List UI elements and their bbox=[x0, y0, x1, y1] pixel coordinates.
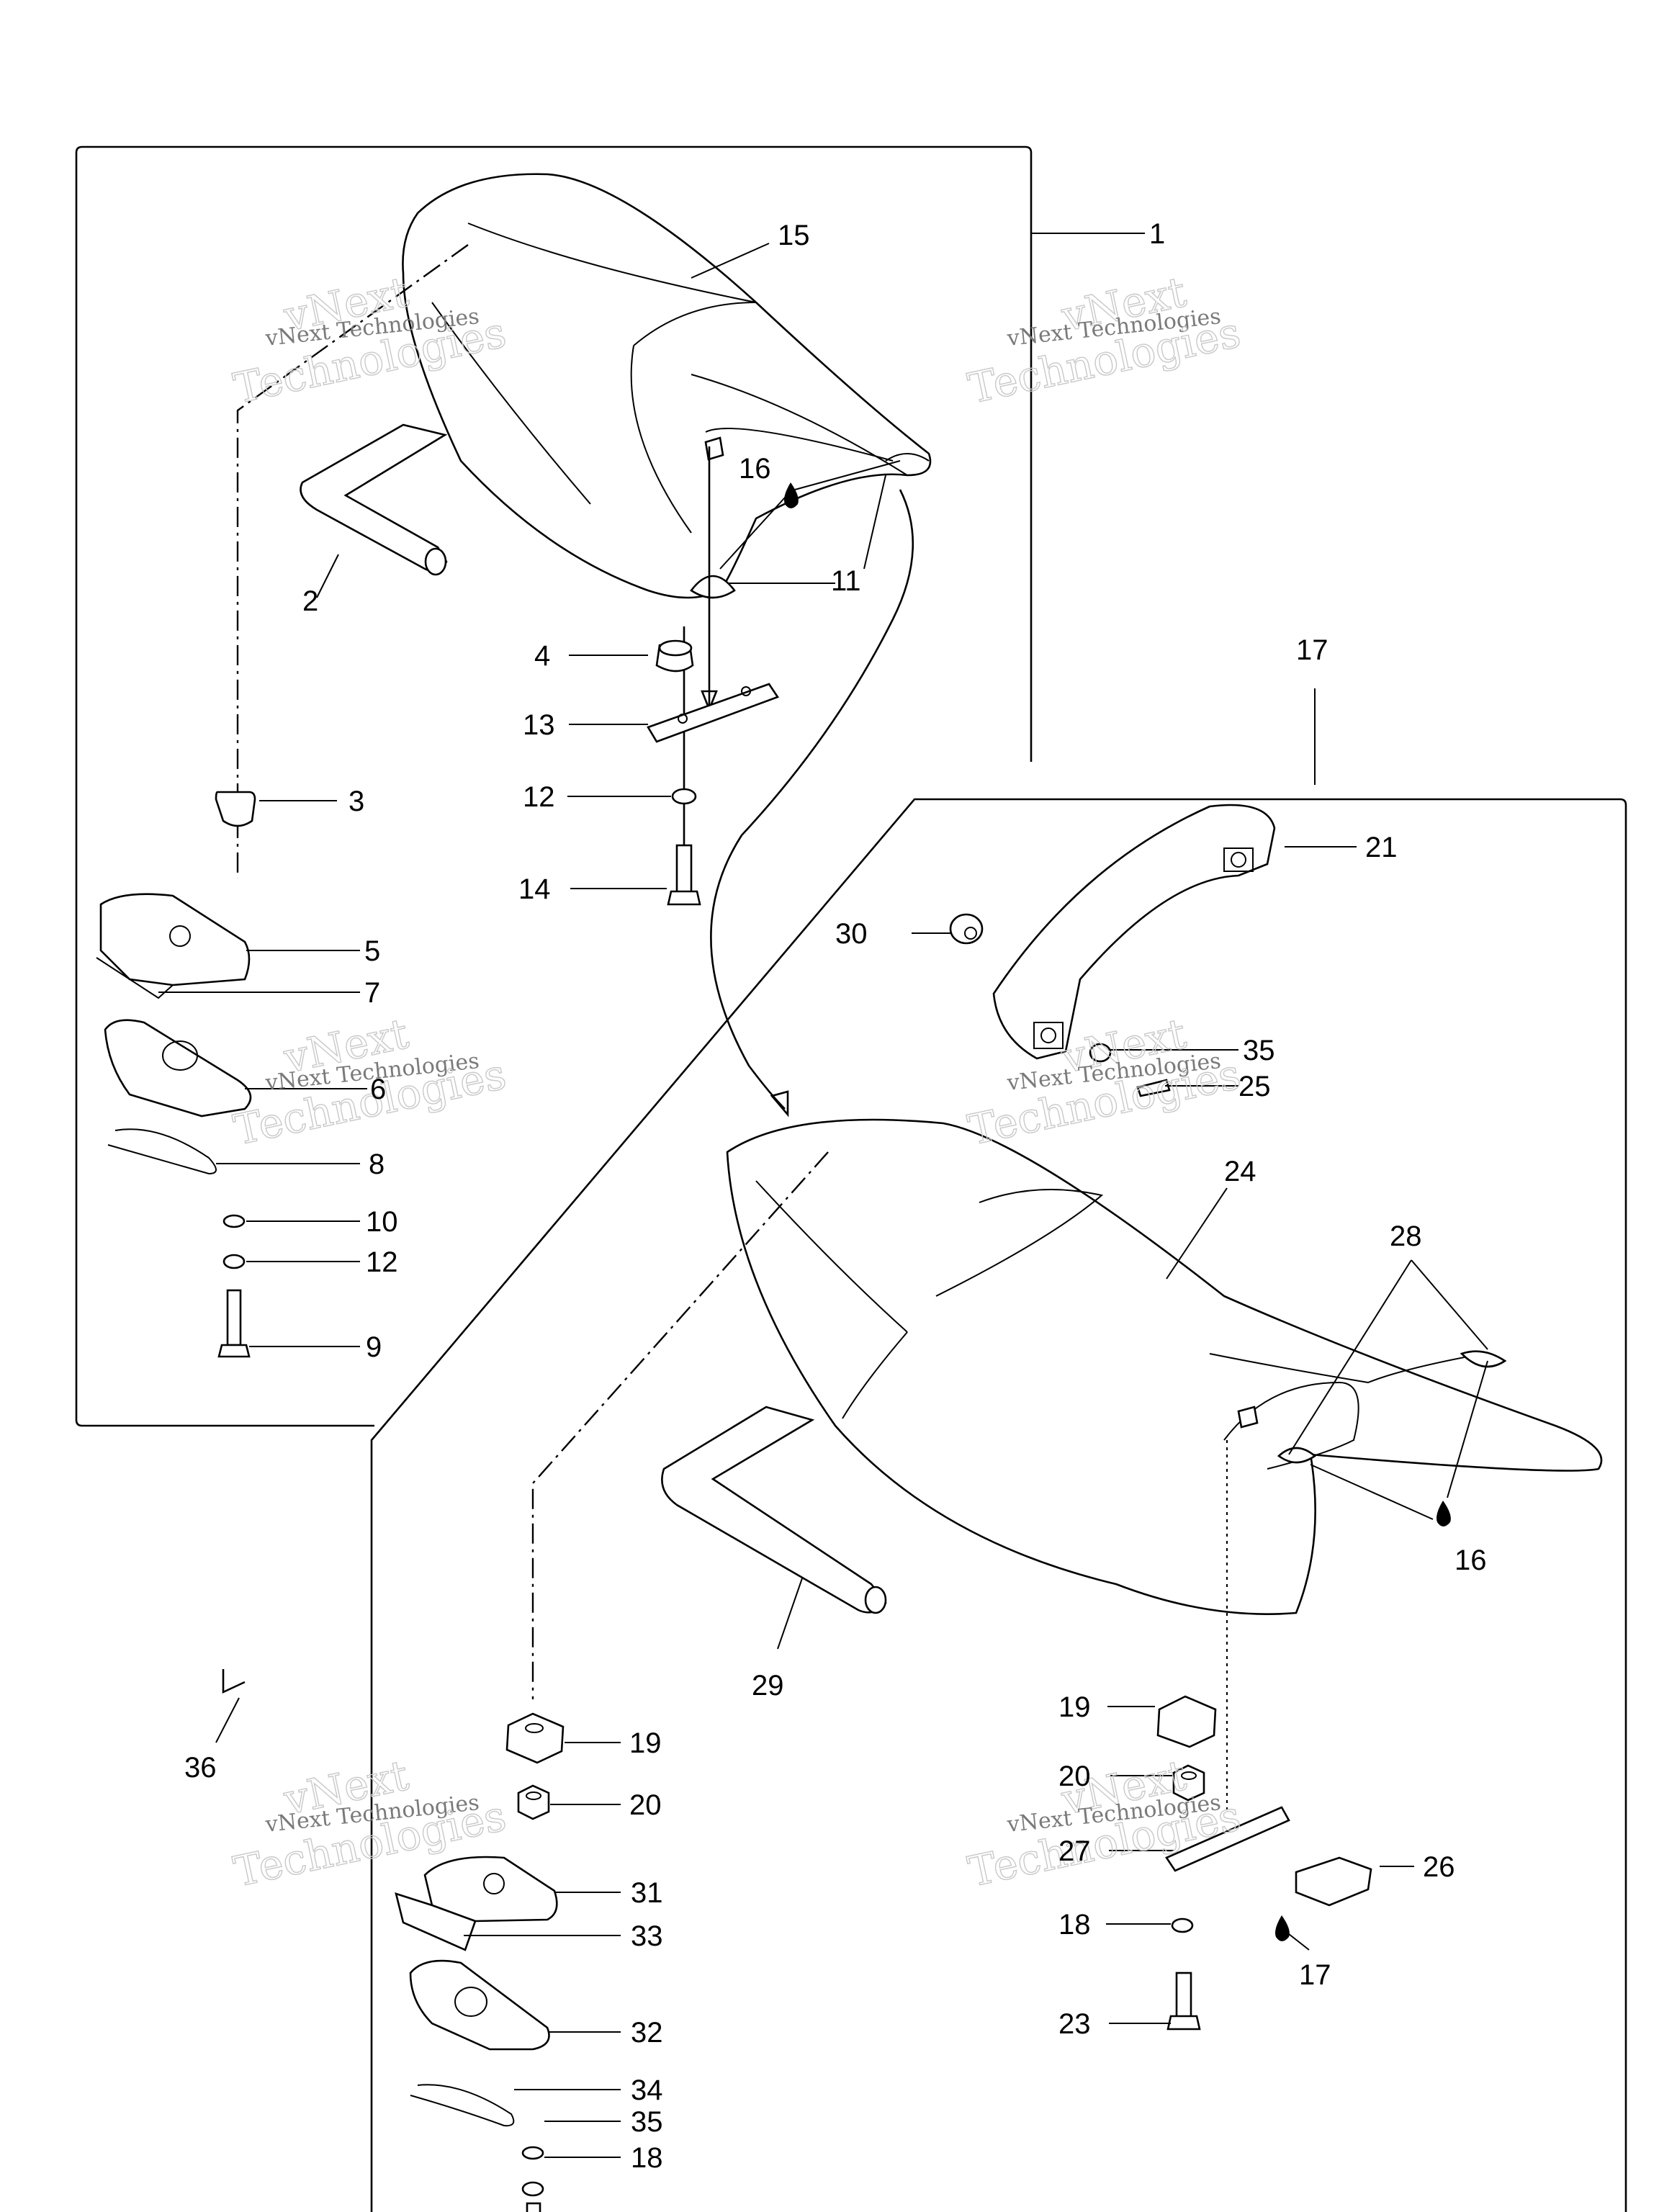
part-12-lockwasher-center bbox=[671, 788, 697, 805]
part-10-washer bbox=[222, 1214, 246, 1228]
callout-11: 11 bbox=[831, 565, 861, 597]
callout-26: 26 bbox=[1423, 1851, 1455, 1883]
callout-16: 16 bbox=[739, 453, 771, 485]
callout-20: 20 bbox=[629, 1789, 662, 1821]
part-30-grommet bbox=[949, 913, 984, 945]
part-31-latch-bracket bbox=[423, 1856, 558, 1923]
callout-14: 14 bbox=[518, 873, 551, 905]
callout-18: 18 bbox=[631, 2142, 663, 2174]
callout-33: 33 bbox=[631, 1920, 663, 1952]
callout-23: 23 bbox=[1058, 2008, 1091, 2040]
callout-29: 29 bbox=[752, 1670, 784, 1701]
part-3-bumper bbox=[215, 791, 256, 827]
part-36-symbol bbox=[222, 1669, 246, 1694]
part-12-lockwasher-left bbox=[222, 1254, 246, 1269]
group-frame-1 bbox=[75, 145, 1033, 1427]
callout-30: 30 bbox=[835, 918, 868, 950]
callout-9: 9 bbox=[366, 1331, 382, 1363]
part-19-nut-square-left bbox=[505, 1712, 565, 1764]
callout-labels: 1 15 16 11 2 4 13 12 14 3 5 7 6 8 10 12 … bbox=[184, 218, 1487, 2174]
part-8-clip bbox=[107, 1128, 217, 1175]
oil-drop-icon bbox=[784, 482, 799, 508]
callout-6: 6 bbox=[370, 1074, 386, 1105]
callout-35: 35 bbox=[631, 2106, 663, 2138]
part-18-lockwasher-right bbox=[1171, 1917, 1194, 1933]
callout-2: 2 bbox=[302, 585, 318, 617]
callout-16: 16 bbox=[1455, 1545, 1487, 1576]
part-20-hexnut-right bbox=[1172, 1764, 1205, 1802]
callout-13: 13 bbox=[523, 709, 555, 741]
part-32-latch-base bbox=[409, 1959, 550, 2051]
part-29-handle bbox=[661, 1406, 887, 1614]
callout-19: 19 bbox=[629, 1727, 662, 1759]
callout-19: 19 bbox=[1058, 1691, 1091, 1723]
callout-35: 35 bbox=[1243, 1035, 1275, 1066]
part-19-nut-square-right bbox=[1156, 1695, 1217, 1748]
part-35-washer-right bbox=[1089, 1043, 1112, 1063]
part-34-clip bbox=[410, 2084, 515, 2127]
group-frame-17 bbox=[370, 798, 1627, 2212]
part-6-latch-base bbox=[104, 1019, 252, 1118]
callout-18: 18 bbox=[1058, 1909, 1091, 1941]
part-35-washer-left bbox=[521, 2146, 544, 2160]
oil-drop-icon bbox=[1275, 1915, 1290, 1941]
callout-7: 7 bbox=[364, 977, 380, 1009]
callout-4: 4 bbox=[534, 640, 550, 672]
callout-17: 17 bbox=[1296, 634, 1328, 666]
seat-mount-line-lower bbox=[531, 1151, 1228, 1815]
bolt-bottom-left bbox=[526, 2202, 541, 2212]
callout-12: 12 bbox=[523, 781, 555, 813]
callout-20: 20 bbox=[1058, 1761, 1091, 1792]
callout-31: 31 bbox=[631, 1877, 663, 1909]
part-23-bolt bbox=[1166, 1972, 1201, 2031]
callout-3: 3 bbox=[349, 786, 364, 817]
callout-1: 1 bbox=[1149, 218, 1165, 250]
part-27-plate bbox=[1165, 1806, 1290, 1872]
transfer-arrow bbox=[710, 489, 914, 1118]
seat-upper bbox=[402, 173, 932, 599]
part-13-plate bbox=[647, 683, 779, 743]
watermark: vNext vNext Technologies Technologies bbox=[963, 266, 1245, 413]
part-26-block bbox=[1295, 1856, 1372, 1907]
part-5-latch-bracket bbox=[96, 893, 251, 999]
callout-36: 36 bbox=[184, 1752, 217, 1784]
oil-drop-icon bbox=[1437, 1501, 1451, 1527]
callout-10: 10 bbox=[366, 1206, 398, 1238]
part-4-grommet bbox=[655, 639, 694, 673]
part-9-bolt bbox=[217, 1289, 251, 1358]
callout-8: 8 bbox=[369, 1148, 385, 1180]
callout-12: 12 bbox=[366, 1246, 398, 1278]
callout-32: 32 bbox=[631, 2017, 663, 2049]
part-20-hexnut-left bbox=[517, 1784, 550, 1820]
callout-17: 17 bbox=[1299, 1959, 1331, 1991]
part-21-grab-handle bbox=[992, 804, 1276, 1060]
callout-15: 15 bbox=[778, 220, 810, 251]
part-25-screw bbox=[1136, 1079, 1171, 1097]
callout-21: 21 bbox=[1365, 832, 1398, 863]
part-2-handle bbox=[300, 423, 448, 576]
callout-5: 5 bbox=[364, 935, 380, 967]
seat-lower bbox=[726, 1118, 1603, 1615]
callout-28: 28 bbox=[1390, 1220, 1422, 1252]
callout-25: 25 bbox=[1238, 1071, 1271, 1102]
part-14-bolt bbox=[667, 844, 701, 906]
leader-lines bbox=[158, 233, 1488, 2158]
callout-24: 24 bbox=[1224, 1156, 1256, 1187]
callout-34: 34 bbox=[631, 2074, 663, 2106]
part-18-lockwasher-left bbox=[521, 2181, 544, 2197]
callout-27: 27 bbox=[1058, 1835, 1091, 1867]
